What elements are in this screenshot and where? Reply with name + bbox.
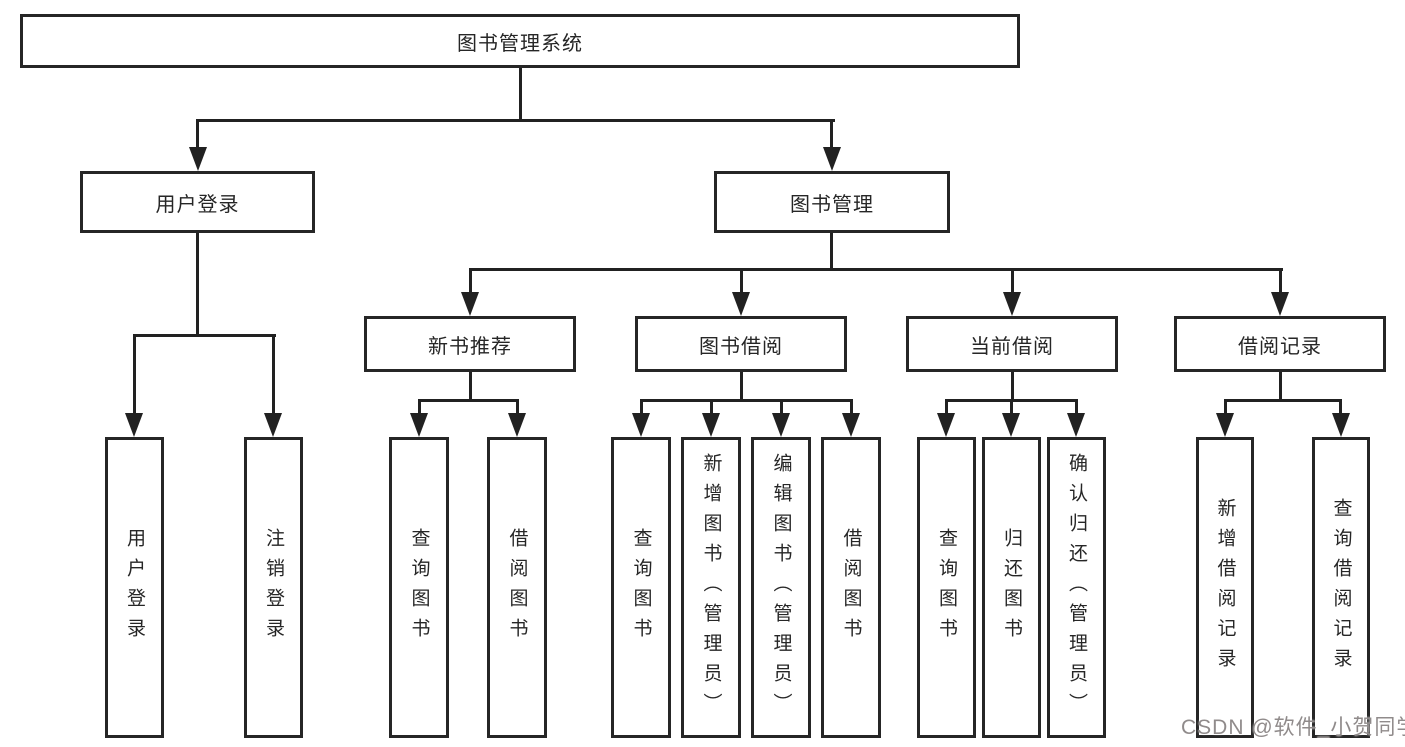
connector-line [830, 231, 833, 271]
connector-line [133, 334, 136, 415]
connector-line [850, 399, 853, 416]
connector-line [1224, 399, 1227, 416]
connector-line [1011, 370, 1014, 402]
connector-line [740, 370, 743, 402]
connector-line [945, 399, 948, 416]
leaf-nbr-borrow-book: 借阅图书 [487, 437, 547, 738]
connector-line [196, 119, 199, 151]
leaf-logout: 注销登录 [244, 437, 303, 738]
connector-line [516, 399, 519, 416]
leaf-bb-add-book: 新增图书（管理员） [681, 437, 741, 738]
connector-line [1010, 399, 1013, 416]
connector-line [133, 334, 276, 337]
leaf-cb-return-book: 归还图书 [982, 437, 1041, 738]
connector-line [1279, 370, 1282, 402]
arrow-down-icon [632, 413, 650, 437]
node-new-book-recommend: 新书推荐 [364, 316, 576, 372]
leaf-br-query-record: 查询借阅记录 [1312, 437, 1370, 738]
node-borrow-record: 借阅记录 [1174, 316, 1386, 372]
leaf-cb-query-book: 查询图书 [917, 437, 976, 738]
arrow-down-icon [732, 292, 750, 316]
arrow-down-icon [702, 413, 720, 437]
connector-line [418, 399, 421, 416]
connector-line [272, 334, 275, 415]
arrow-down-icon [937, 413, 955, 437]
arrow-down-icon [1332, 413, 1350, 437]
csdn-watermark: CSDN @软件_小贺同学 [1181, 716, 1405, 739]
connector-line [830, 119, 833, 151]
arrow-down-icon [264, 413, 282, 437]
arrow-down-icon [1216, 413, 1234, 437]
connector-line [469, 370, 472, 402]
connector-line [469, 268, 472, 295]
arrow-down-icon [508, 413, 526, 437]
arrow-down-icon [1271, 292, 1289, 316]
connector-line [740, 268, 743, 295]
connector-line [519, 66, 522, 121]
connector-line [1224, 399, 1342, 402]
arrow-down-icon [1002, 413, 1020, 437]
connector-line [780, 399, 783, 416]
arrow-down-icon [1003, 292, 1021, 316]
connector-line [1075, 399, 1078, 416]
arrow-down-icon [772, 413, 790, 437]
connector-line [418, 399, 519, 402]
arrow-down-icon [1067, 413, 1085, 437]
arrow-down-icon [410, 413, 428, 437]
arrow-down-icon [125, 413, 143, 437]
connector-line [710, 399, 713, 416]
node-root: 图书管理系统 [20, 14, 1020, 68]
arrow-down-icon [842, 413, 860, 437]
leaf-nbr-query-book: 查询图书 [389, 437, 449, 738]
connector-line [1339, 399, 1342, 416]
node-book-management: 图书管理 [714, 171, 950, 233]
arrow-down-icon [461, 292, 479, 316]
node-book-borrow: 图书借阅 [635, 316, 847, 372]
connector-line [640, 399, 852, 402]
connector-line [1279, 268, 1282, 295]
connector-line [1011, 268, 1014, 295]
arrow-down-icon [189, 147, 207, 171]
connector-line [469, 268, 1283, 271]
connector-line [196, 231, 199, 337]
leaf-br-add-record: 新增借阅记录 [1196, 437, 1254, 738]
node-current-borrow: 当前借阅 [906, 316, 1118, 372]
connector-line [640, 399, 643, 416]
arrow-down-icon [823, 147, 841, 171]
node-user-login: 用户登录 [80, 171, 315, 233]
leaf-user-login: 用户登录 [105, 437, 164, 738]
connector-line [196, 119, 835, 122]
leaf-cb-confirm-return: 确认归还（管理员） [1047, 437, 1106, 738]
leaf-bb-borrow-book: 借阅图书 [821, 437, 881, 738]
leaf-bb-edit-book: 编辑图书（管理员） [751, 437, 811, 738]
leaf-bb-query-book: 查询图书 [611, 437, 671, 738]
